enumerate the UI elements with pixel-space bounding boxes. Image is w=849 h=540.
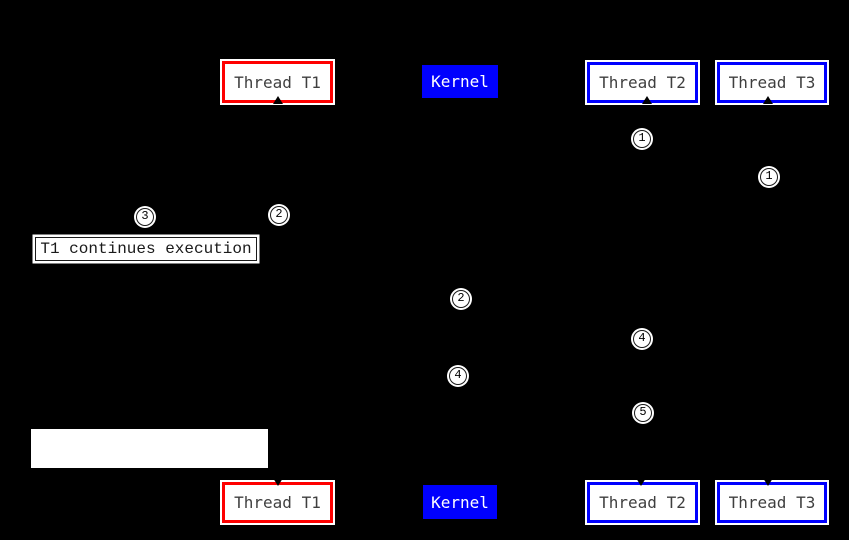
- thread-t2-label-bottom: Thread T2: [599, 493, 686, 512]
- step-marker-4-kernel-column: 4: [449, 367, 467, 385]
- thread-t3-label-bottom: Thread T3: [728, 493, 816, 512]
- arrow-notch: [273, 478, 283, 486]
- kernel-label-top: Kernel: [431, 72, 489, 91]
- kernel-box-top: Kernel: [422, 65, 498, 98]
- step-marker-1-below-thread-t3: 1: [760, 168, 778, 186]
- kernel-label-bottom: Kernel: [431, 492, 489, 512]
- blank-label-box: [31, 429, 268, 468]
- kernel-box-bottom: Kernel: [423, 485, 497, 519]
- arrow-notch: [763, 96, 773, 104]
- thread-t1-label-bottom: Thread T1: [234, 493, 321, 512]
- thread-t1-label-top: Thread T1: [234, 72, 321, 92]
- step-marker-5-thread-t2-column: 5: [634, 404, 652, 422]
- step-marker-4-thread-t2-column: 4: [633, 330, 651, 348]
- arrow-notch: [273, 96, 283, 104]
- thread-t2-box-bottom: Thread T2: [587, 482, 698, 523]
- arrow-notch: [636, 478, 646, 486]
- thread-t3-box-bottom: Thread T3: [717, 482, 827, 523]
- step-marker-3-above-annotation: 3: [136, 208, 154, 226]
- thread-t2-label-top: Thread T2: [599, 73, 686, 92]
- arrow-notch: [642, 96, 652, 104]
- arrow-notch: [763, 478, 773, 486]
- annotation-text: T1 continues execution: [40, 240, 252, 258]
- thread-t3-label-top: Thread T3: [728, 73, 816, 92]
- step-marker-2-thread-t1-column: 2: [270, 206, 288, 224]
- annotation-box: T1 continues execution: [35, 237, 257, 261]
- step-marker-2-kernel-column: 2: [452, 290, 470, 308]
- thread-t1-box-bottom: Thread T1: [222, 482, 333, 523]
- step-marker-1-below-thread-t2: 1: [633, 130, 651, 148]
